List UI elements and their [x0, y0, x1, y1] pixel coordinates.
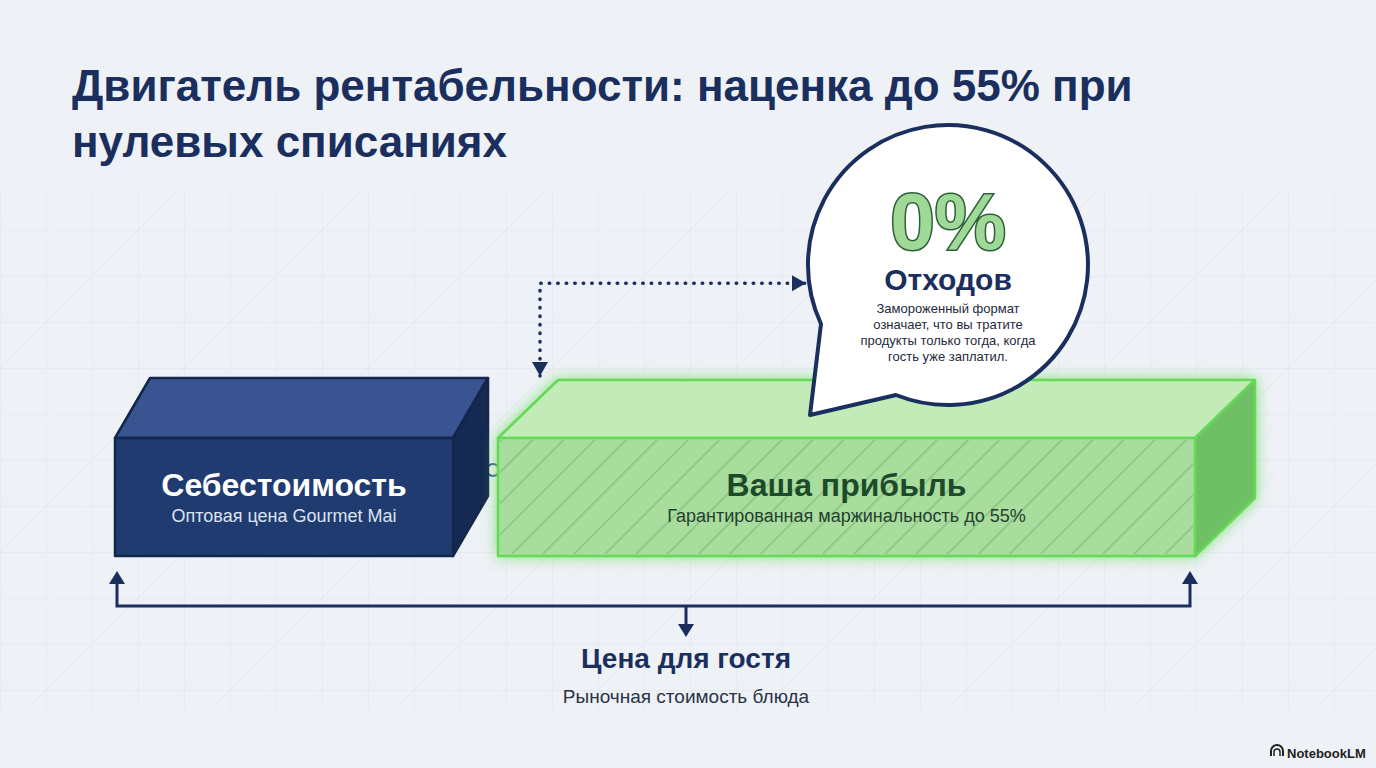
box-top-face — [115, 378, 488, 438]
bracket-label: Цена для гостя — [581, 642, 791, 676]
hatch-fill — [500, 440, 1193, 554]
box-side-face — [1195, 380, 1255, 556]
connector-line — [540, 283, 806, 376]
box-front-face — [498, 438, 1195, 556]
arrow-head — [792, 275, 806, 291]
cost-box: СебестоимостьОптовая цена Gourmet Mai — [115, 378, 488, 556]
bubble-outline — [808, 125, 1088, 415]
watermark: NotebookLM — [1287, 744, 1366, 763]
box-subtitle: Гарантированная маржинальность до 55% — [667, 504, 1025, 528]
arrow-head — [532, 362, 548, 376]
box-heading: Ваша прибыль — [727, 466, 967, 504]
box-side-face — [453, 378, 488, 556]
text-area: Ваша прибыльГарантированная маржинальнос… — [498, 438, 1195, 556]
bubble-heading: Отходов — [884, 263, 1012, 297]
box-front-face — [115, 438, 453, 556]
bubble-body: Замороженный формат означает, что вы тра… — [855, 301, 1041, 365]
big-number: 0% — [890, 181, 1006, 263]
text-area: СебестоимостьОптовая цена Gourmet Mai — [115, 438, 453, 556]
diagram-title: Двигатель рентабельности: наценка до 55%… — [72, 58, 1182, 170]
profit-box: Ваша прибыльГарантированная маржинальнос… — [498, 380, 1255, 556]
speech-bubble: 0%ОтходовЗамороженный формат означает, ч… — [808, 125, 1088, 405]
connector — [532, 275, 806, 376]
box-subtitle: Оптовая цена Gourmet Mai — [171, 504, 396, 528]
bracket-sublabel: Рыночная стоимость блюда — [563, 684, 809, 709]
text-area: 0%ОтходовЗамороженный формат означает, ч… — [808, 181, 1088, 365]
box-heading: Себестоимость — [161, 466, 406, 504]
